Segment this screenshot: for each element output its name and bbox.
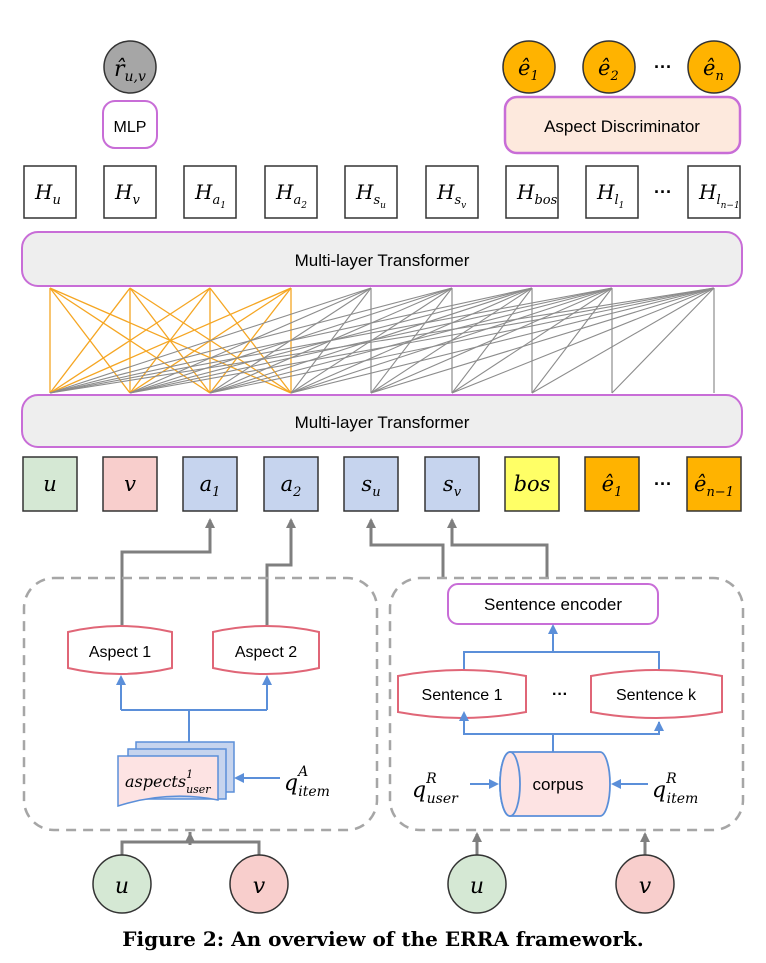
aspect-discriminator-box: Aspect Discriminator (503, 95, 742, 155)
input-token-2: a1 (182, 456, 238, 512)
svg-text:v: v (253, 874, 266, 899)
right-item-circle (615, 854, 675, 914)
svg-text:Hsv: Hsv (436, 180, 466, 211)
svg-text:ên: ên (703, 56, 724, 84)
svg-text:Hln−1: Hln−1 (698, 180, 740, 211)
input-ellipsis: ··· (654, 474, 672, 494)
svg-text:Sentence k: Sentence k (616, 687, 697, 704)
hidden-state-1: Hv (103, 165, 157, 219)
hidden-state-4: Hsu (344, 165, 398, 219)
svg-text:Sentence 1: Sentence 1 (422, 687, 503, 704)
svg-text:Hu: Hu (34, 180, 61, 208)
mlp-label: MLP (114, 119, 147, 136)
input-token-1: v (102, 456, 158, 512)
hidden-state-7: Hl1 (585, 165, 639, 219)
sentence-module: Sentence encoder Sentence 1 ··· Sentence… (388, 576, 745, 832)
sentence1-tag: Sentence 1 (397, 669, 527, 719)
svg-text:u: u (470, 874, 484, 899)
svg-text:Aspect 2: Aspect 2 (235, 644, 297, 661)
e-hat-n: ên (687, 40, 741, 94)
svg-text:su: su (361, 472, 380, 500)
aspect1-tag: Aspect 1 (67, 625, 173, 675)
hidden-state-3: Ha2 (264, 165, 318, 219)
module-to-token-arrows (120, 518, 549, 625)
figure-caption: Figure 2: An overview of the ERRA framew… (122, 927, 643, 951)
hidden-state-2: Ha1 (183, 165, 237, 219)
svg-text:ên−1: ên−1 (694, 472, 734, 500)
transformer-top: Multi-layer Transformer (21, 231, 743, 287)
input-token-3: a2 (263, 456, 319, 512)
svg-text:ê1: ê1 (518, 56, 539, 84)
svg-text:u: u (115, 874, 129, 899)
corpus-cylinder: corpus (499, 751, 611, 817)
hidden-state-0: Hu (23, 165, 77, 219)
svg-text:Ha1: Ha1 (194, 180, 226, 211)
svg-text:Hv: Hv (114, 180, 140, 208)
input-token-7: ê1 (584, 456, 640, 512)
input-token-0: u (22, 456, 78, 512)
svg-text:ê2: ê2 (598, 56, 619, 84)
svg-text:ê1: ê1 (602, 472, 623, 500)
input-token-5: sv (424, 456, 480, 512)
svg-text:u: u (43, 472, 57, 496)
svg-text:bos: bos (514, 472, 551, 496)
rating-label: r̂u,v (114, 57, 146, 85)
left-user-circle (92, 854, 152, 914)
svg-text:v: v (124, 472, 136, 496)
svg-text:corpus: corpus (532, 775, 583, 794)
svg-text:Hbos: Hbos (516, 180, 558, 208)
hidden-ellipsis: ··· (654, 182, 672, 202)
output-ellipsis: ··· (654, 57, 672, 77)
right-user-item-inputs: u v (447, 832, 675, 914)
left-item-circle (229, 854, 289, 914)
sentence-encoder-box: Sentence encoder (447, 583, 659, 625)
input-token-4: su (343, 456, 399, 512)
arrow-aspect2-to-a2 (265, 518, 296, 625)
hidden-states-row: Hu Hv Ha1 Ha2 Hsu Hsv Hbos Hl1 Hln−1 ··· (23, 165, 741, 219)
e-hat-1: ê1 (502, 40, 556, 94)
svg-text:Sentence encoder: Sentence encoder (484, 595, 622, 614)
arrow-encoder-to-sv (447, 518, 549, 578)
e-hat-2: ê2 (582, 40, 636, 94)
rating-circle (103, 40, 157, 94)
transformer-bottom: Multi-layer Transformer (21, 394, 743, 448)
svg-text:a2: a2 (281, 472, 302, 500)
svg-text:v: v (639, 874, 652, 899)
hidden-state-5: Hsv (425, 165, 479, 219)
mlp-box: MLP (102, 100, 158, 149)
right-user-circle (447, 854, 507, 914)
arrow-encoder-to-su (366, 518, 445, 578)
arrow-aspect1-to-a1 (120, 518, 215, 625)
hidden-state-8: Hln−1 (687, 165, 741, 219)
hidden-state-6: Hbos (505, 165, 559, 219)
input-tokens-row: u v a1 a2 su sv bos ê1 ên−1 ··· (22, 456, 742, 512)
input-token-6: bos (504, 456, 560, 512)
input-token-8: ên−1 (686, 456, 742, 512)
svg-text:Hsu: Hsu (355, 180, 386, 211)
svg-text:Ha2: Ha2 (275, 180, 307, 211)
aspect-discriminator-label: Aspect Discriminator (544, 117, 700, 136)
sentence-k-tag: Sentence k (590, 669, 723, 719)
transformer-top-label: Multi-layer Transformer (295, 251, 470, 270)
attention-mask-lines (49, 287, 715, 394)
svg-text:Hl1: Hl1 (596, 180, 624, 211)
svg-text:a1: a1 (200, 472, 221, 500)
transformer-bottom-label: Multi-layer Transformer (295, 413, 470, 432)
rating-output: r̂u,v (103, 40, 157, 94)
aspect2-tag: Aspect 2 (212, 625, 320, 675)
svg-text:Aspect 1: Aspect 1 (89, 644, 151, 661)
sentence-ellipsis: ··· (552, 686, 568, 703)
left-user-item-inputs: u v (92, 832, 289, 914)
svg-text:sv: sv (443, 472, 462, 500)
